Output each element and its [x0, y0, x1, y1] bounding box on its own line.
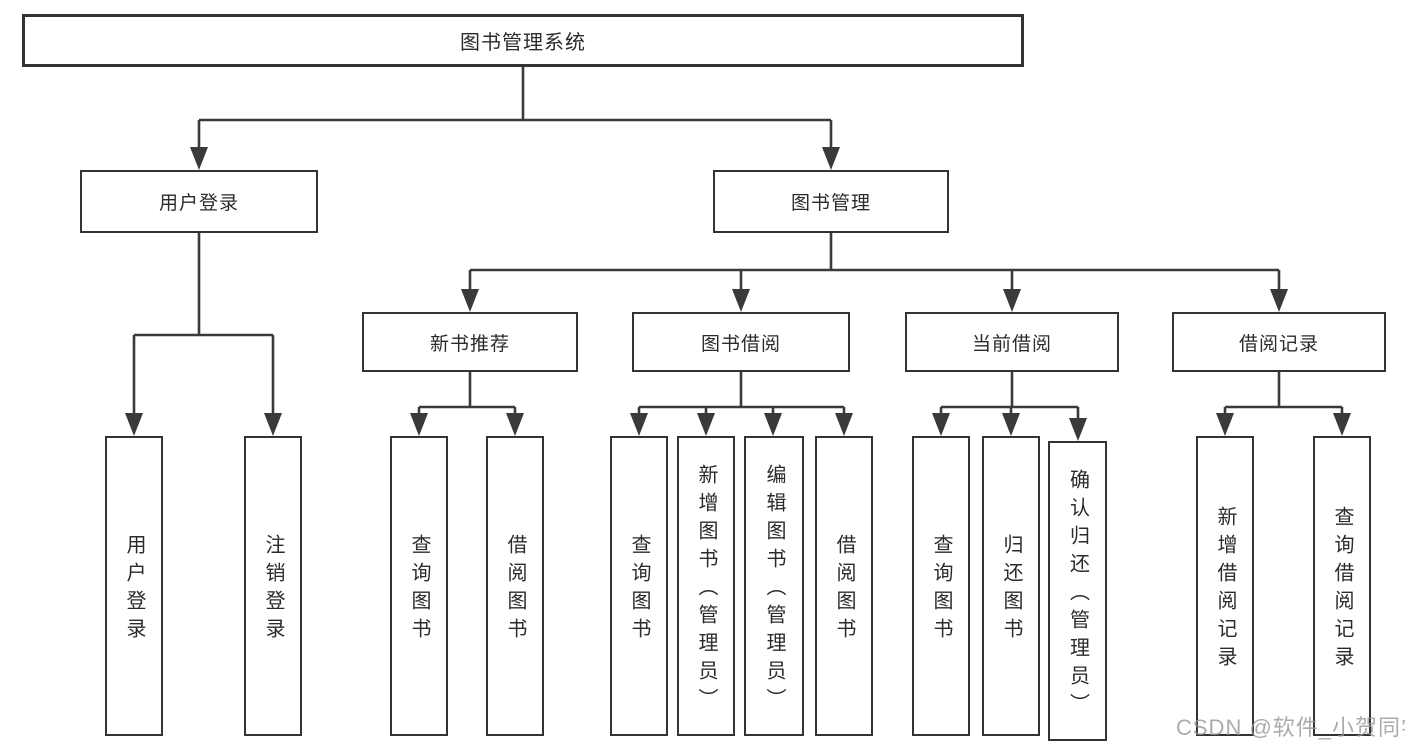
node-label: 新增图书（管理员） [695, 464, 717, 716]
node-new-book-recommendation: 新书推荐 [362, 312, 578, 372]
node-label: 查询图书 [408, 534, 430, 646]
leaf-query-books-recommendation: 查询图书 [390, 436, 448, 736]
node-label: 注销登录 [262, 534, 284, 646]
leaf-return-books: 归还图书 [982, 436, 1040, 736]
node-label: 图书管理 [790, 193, 871, 214]
leaf-logout: 注销登录 [244, 436, 302, 736]
node-label: 用户登录 [158, 193, 239, 214]
node-label: 确认归还（管理员） [1066, 469, 1089, 721]
leaf-edit-books-admin: 编辑图书（管理员） [744, 436, 804, 736]
node-label: 编辑图书（管理员） [763, 464, 785, 716]
leaf-borrow-books: 借阅图书 [815, 436, 873, 736]
node-label: 查询图书 [628, 534, 650, 646]
leaf-query-books-borrowing: 查询图书 [610, 436, 668, 736]
node-current-borrowing: 当前借阅 [905, 312, 1119, 372]
leaf-add-books-admin: 新增图书（管理员） [677, 436, 735, 736]
node-user-login: 用户登录 [80, 170, 318, 233]
csdn-watermark: CSDN @软件_小贺同学 [1176, 715, 1405, 740]
node-label: 借阅记录 [1238, 333, 1319, 355]
leaf-query-borrow-record: 查询借阅记录 [1313, 436, 1371, 736]
leaf-borrow-books-recommendation: 借阅图书 [486, 436, 544, 736]
node-label: 用户登录 [123, 534, 145, 646]
node-label: 图书借阅 [700, 333, 781, 355]
node-borrowing-records: 借阅记录 [1172, 312, 1386, 372]
node-label: 新增借阅记录 [1214, 506, 1236, 674]
node-label: 新书推荐 [429, 333, 510, 355]
leaf-add-borrow-record: 新增借阅记录 [1196, 436, 1254, 736]
node-label: 查询借阅记录 [1331, 506, 1353, 674]
node-label: 当前借阅 [971, 333, 1052, 355]
node-book-management: 图书管理 [713, 170, 949, 233]
leaf-query-books-current: 查询图书 [912, 436, 970, 736]
leaf-confirm-return-admin: 确认归还（管理员） [1048, 441, 1107, 741]
leaf-user-login: 用户登录 [105, 436, 163, 736]
node-label: 借阅图书 [504, 534, 526, 646]
node-library-management-system: 图书管理系统 [22, 14, 1024, 67]
node-label: 归还图书 [1000, 534, 1022, 646]
node-label: 图书管理系统 [460, 32, 586, 54]
node-book-borrowing: 图书借阅 [632, 312, 850, 372]
node-label: 借阅图书 [833, 534, 855, 646]
node-label: 查询图书 [930, 534, 952, 646]
